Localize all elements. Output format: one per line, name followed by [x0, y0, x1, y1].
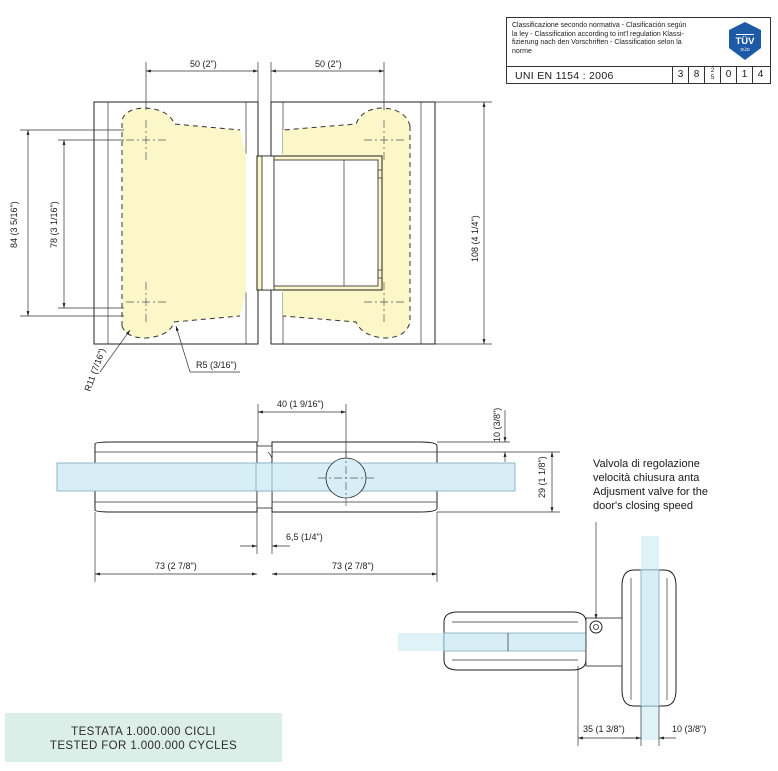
glass-cutout-left — [122, 108, 246, 338]
dim-top-thickness: 10 (3/8") — [492, 408, 502, 442]
classification-description: Classificazione secondo normativa - Clas… — [512, 22, 717, 56]
class-code-2: 8 — [688, 66, 704, 83]
detail-view — [398, 522, 677, 746]
dim-detail-thickness: 10 (3/8") — [672, 724, 706, 734]
class-code-4: 0 — [720, 66, 736, 83]
classification-norm: UNI EN 1154 : 2006 — [515, 70, 614, 82]
tuv-logo-text: TÜV — [736, 36, 756, 47]
dim-left-width: 50 (2") — [190, 59, 217, 69]
dim-detail-width: 35 (1 3/8") — [583, 724, 625, 734]
dim-center-distance: 40 (1 9/16") — [277, 399, 324, 409]
valve-note-line-1: Valvola di regolazione — [593, 458, 700, 470]
dim-outer-height: 84 (3 5/16") — [9, 201, 19, 248]
tuv-sud-logo: TÜV SÜD — [729, 22, 761, 60]
valve-note-line-2: velocità chiusura anta — [593, 472, 700, 484]
radius-large-label: R11 (7/16") — [82, 347, 107, 393]
dim-gap: 6,5 (1/4") — [286, 532, 323, 542]
radius-small-label: R5 (3/16") — [196, 360, 237, 370]
classification-line-3: fizierung nach den Vorschriften - Classi… — [512, 39, 682, 47]
classification-box: Classificazione secondo normativa - Clas… — [506, 17, 771, 84]
class-code-5: 1 — [736, 66, 752, 83]
valve-note-line-3: Adjusment valve for the — [593, 486, 708, 498]
test-line-italian: TESTATA 1.000.000 CICLI — [71, 726, 216, 738]
dim-right-height: 108 (4 1/4") — [470, 215, 480, 262]
class-code-3-top: 2 — [710, 67, 715, 74]
dim-left-length: 73 (2 7/8") — [155, 561, 197, 571]
top-view — [20, 62, 492, 373]
class-code-3-bottom: 5 — [710, 74, 715, 81]
adjustment-valve — [589, 620, 603, 634]
classification-line-1: Classificazione secondo normativa - Clas… — [512, 22, 687, 29]
class-code-3: 2 5 — [704, 66, 720, 83]
class-code-1: 3 — [672, 66, 688, 83]
valve-note-line-4: door's closing speed — [593, 500, 693, 512]
test-banner: TESTATA 1.000.000 CICLI TESTED FOR 1.000… — [5, 713, 282, 762]
dim-inner-height: 78 (3 1/16") — [49, 201, 59, 248]
valve-note: Valvola di regolazione velocità chiusura… — [593, 458, 708, 512]
classification-line-4: norme — [512, 47, 532, 55]
dim-right-length: 73 (2 7/8") — [332, 561, 374, 571]
dim-right-width: 50 (2") — [315, 59, 342, 69]
test-line-english: TESTED FOR 1.000.000 CYCLES — [49, 740, 238, 752]
side-glass — [56, 462, 516, 492]
dim-side-height: 29 (1 1/8") — [537, 456, 547, 498]
class-code-6: 4 — [752, 66, 768, 83]
tuv-logo-subtext: SÜD — [740, 46, 750, 52]
classification-line-2: la ley - Classification according to int… — [512, 30, 684, 38]
side-view — [56, 404, 560, 582]
